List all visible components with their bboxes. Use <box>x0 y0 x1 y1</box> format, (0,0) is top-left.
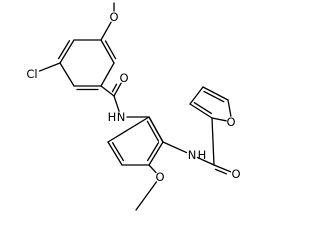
carbonyl-left-double-bond <box>113 82 122 97</box>
amide-right-aryl-bond <box>162 141 188 154</box>
carbonyl-right-double-bond <box>213 164 232 173</box>
ring1-bond-2-inner <box>57 40 71 60</box>
right-amide-hydrogen-label: H <box>198 148 207 162</box>
furan-bond-5 <box>189 103 213 119</box>
top-methoxy-oxygen-label: O <box>109 10 118 24</box>
furan-attach-bond <box>211 117 215 166</box>
furan-bond-5-inner <box>193 102 212 115</box>
furan-bond-3 <box>202 86 229 101</box>
left-carbonyl-oxygen-label: O <box>119 71 128 85</box>
methoxy-bottom-bond-1 <box>148 164 157 174</box>
furan-bond-3-inner <box>203 90 225 103</box>
right-carbonyl-oxygen-label: O <box>231 167 240 181</box>
carbonyl-right-double-bond-inner <box>214 168 227 175</box>
ring1-bond-3 <box>59 62 75 87</box>
ring2-bond-4-inner <box>111 142 125 162</box>
ring1-bond-6 <box>100 39 115 64</box>
ring1-bond-2 <box>59 39 75 64</box>
structure-canvas: Cl O O N H O N H O O <box>26 2 241 211</box>
ring2-bond-2 <box>148 141 164 166</box>
carbonyl-left-bond <box>100 85 115 97</box>
amide-left-bond <box>113 95 120 112</box>
right-amide-nitrogen-label: N <box>188 148 197 162</box>
chlorine-atom-label: Cl <box>26 67 37 81</box>
furan-bond-4 <box>189 86 204 105</box>
furan-bond-2 <box>227 99 232 117</box>
left-amide-nitrogen-label: N <box>117 110 126 124</box>
chemical-structure-diagram: Cl O O N H O N H O O <box>26 2 241 211</box>
furan-bond-1 <box>211 117 227 122</box>
ring2-bond-6-inner <box>146 120 160 142</box>
carbonyl-left-double-bond-inner <box>111 83 118 93</box>
ring2-bond-6 <box>148 116 164 143</box>
left-amide-hydrogen-label: H <box>108 110 117 124</box>
methoxy-top-bond-1 <box>100 21 112 41</box>
ring2-bond-4 <box>107 141 123 166</box>
methoxy-bottom-bond-2 <box>135 181 158 211</box>
amide-right-bond <box>196 156 215 166</box>
bond-layer <box>38 2 232 211</box>
ring1-bond-5 <box>100 62 115 87</box>
chlorine-bond <box>38 62 61 72</box>
atom-label-layer: Cl O O N H O N H O O <box>26 10 240 184</box>
ring2-bond-5 <box>107 116 150 143</box>
bottom-methoxy-oxygen-label: O <box>155 170 164 184</box>
ring2-bond-2-inner <box>146 142 160 162</box>
ring1-bond-6-inner <box>104 40 117 60</box>
furan-oxygen-label: O <box>226 115 235 129</box>
